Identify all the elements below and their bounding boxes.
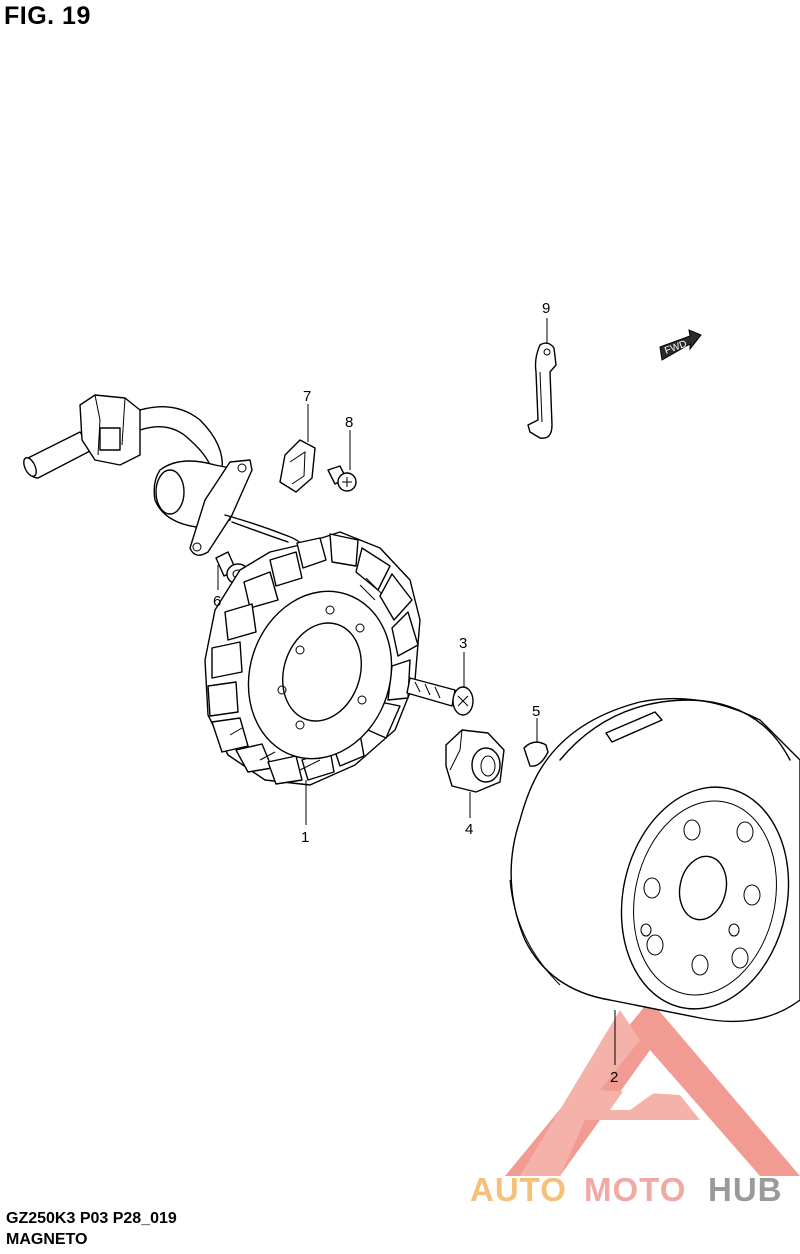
callout-7: 7 (303, 388, 311, 405)
figure-code: GZ250K3 P03 P28_019 (6, 1210, 177, 1227)
callout-9: 9 (542, 300, 550, 317)
part-1-stator (204, 531, 421, 825)
watermark-logo (505, 1000, 800, 1176)
part-5-key (523, 718, 549, 767)
part-3-bolt (406, 652, 474, 716)
watermark-moto: MOTO (584, 1171, 686, 1208)
callout-labels: 1 2 3 4 5 6 7 8 9 (213, 300, 618, 1086)
callout-3: 3 (459, 635, 467, 652)
part-7-clip (279, 404, 316, 493)
part-8-bolt (327, 430, 357, 492)
watermark-hub: HUB (708, 1171, 783, 1208)
part-2-flywheel (509, 697, 800, 1065)
part-4-nut (445, 729, 505, 818)
callout-4: 4 (465, 821, 473, 838)
figure-title: FIG. 19 (4, 2, 91, 30)
fwd-arrow-tag: FWD (659, 329, 702, 361)
watermark-text: AUTO MOTO HUB (470, 1171, 783, 1208)
fwd-label: FWD (663, 339, 688, 357)
callout-8: 8 (345, 414, 353, 431)
part-9-clamp (527, 318, 557, 439)
figure-name: MAGNETO (6, 1231, 88, 1248)
callout-2: 2 (610, 1069, 618, 1086)
wiring-harness (23, 394, 306, 556)
watermark-auto: AUTO (470, 1171, 567, 1208)
callout-6: 6 (213, 593, 221, 610)
callout-1: 1 (301, 829, 309, 846)
callout-5: 5 (532, 703, 540, 720)
